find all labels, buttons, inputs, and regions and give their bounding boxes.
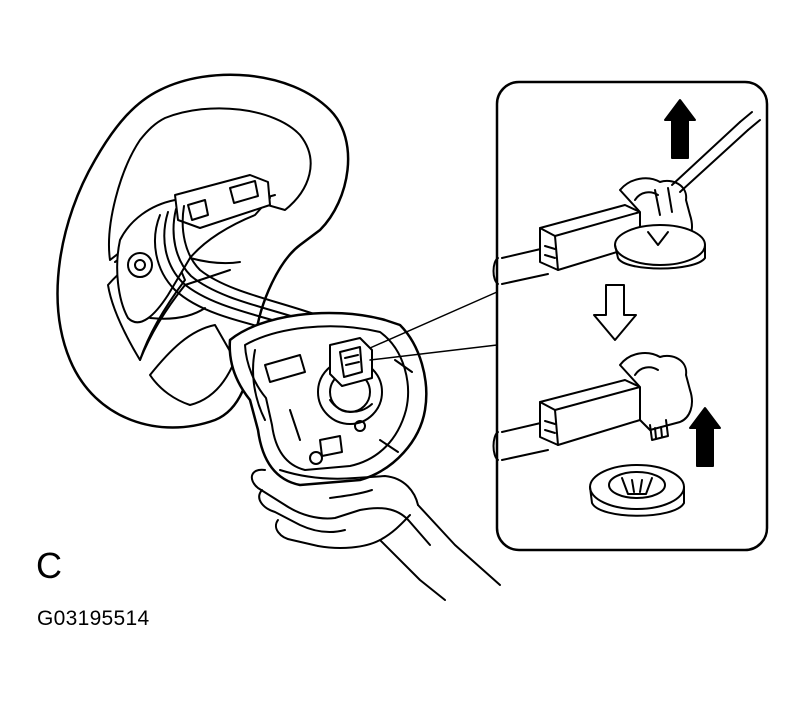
screwdriver-icon (671, 111, 761, 193)
connector-icon-detached (492, 352, 693, 517)
view-label: C (36, 545, 62, 586)
connector-icon (492, 177, 706, 285)
figure-code: G03195514 (37, 607, 150, 630)
arrow-up-icon-lower (689, 407, 721, 467)
steering-wheel-icon (56, 73, 353, 429)
arrow-down-icon (593, 284, 637, 341)
airbag-module (228, 311, 428, 487)
detail-inset (492, 80, 769, 552)
hand-icon (250, 468, 501, 601)
callout-lines (369, 291, 498, 361)
arrow-up-icon (664, 99, 696, 159)
